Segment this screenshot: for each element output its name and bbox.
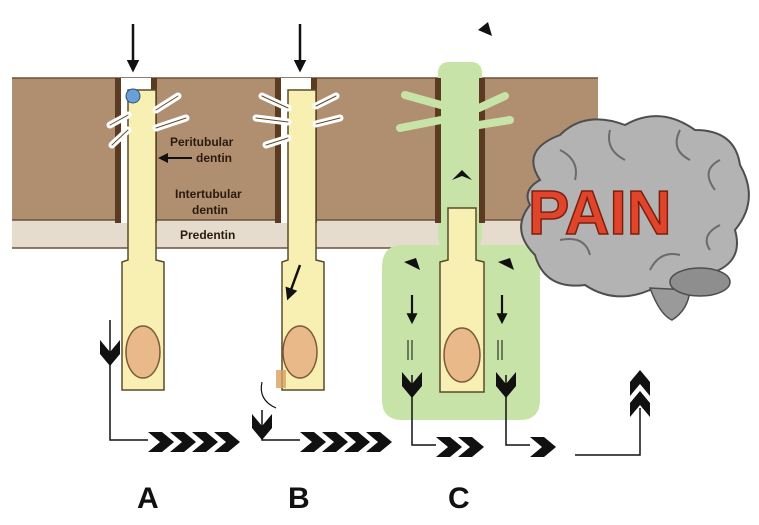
peritubular-label-2: dentin xyxy=(196,151,232,165)
panel-label-c: C xyxy=(448,482,470,515)
predentin-label: Predentin xyxy=(180,228,235,242)
nucleus-a xyxy=(125,325,161,379)
brain-icon: PAIN xyxy=(520,115,750,321)
intertubular-label: Intertubular xyxy=(175,187,242,201)
peritubular-label: Peritubular xyxy=(170,135,234,149)
tubule-b xyxy=(252,24,392,452)
panel-label-b: B xyxy=(288,482,310,515)
tubule-a xyxy=(100,24,240,452)
nucleus-b xyxy=(282,325,318,379)
tubule-c xyxy=(382,22,650,457)
intertubular-label-2: dentin xyxy=(192,203,228,217)
pain-label: PAIN xyxy=(528,179,672,248)
blocker-bead-icon xyxy=(125,88,141,104)
nucleus-c xyxy=(443,327,481,383)
panel-label-a: A xyxy=(137,482,159,515)
